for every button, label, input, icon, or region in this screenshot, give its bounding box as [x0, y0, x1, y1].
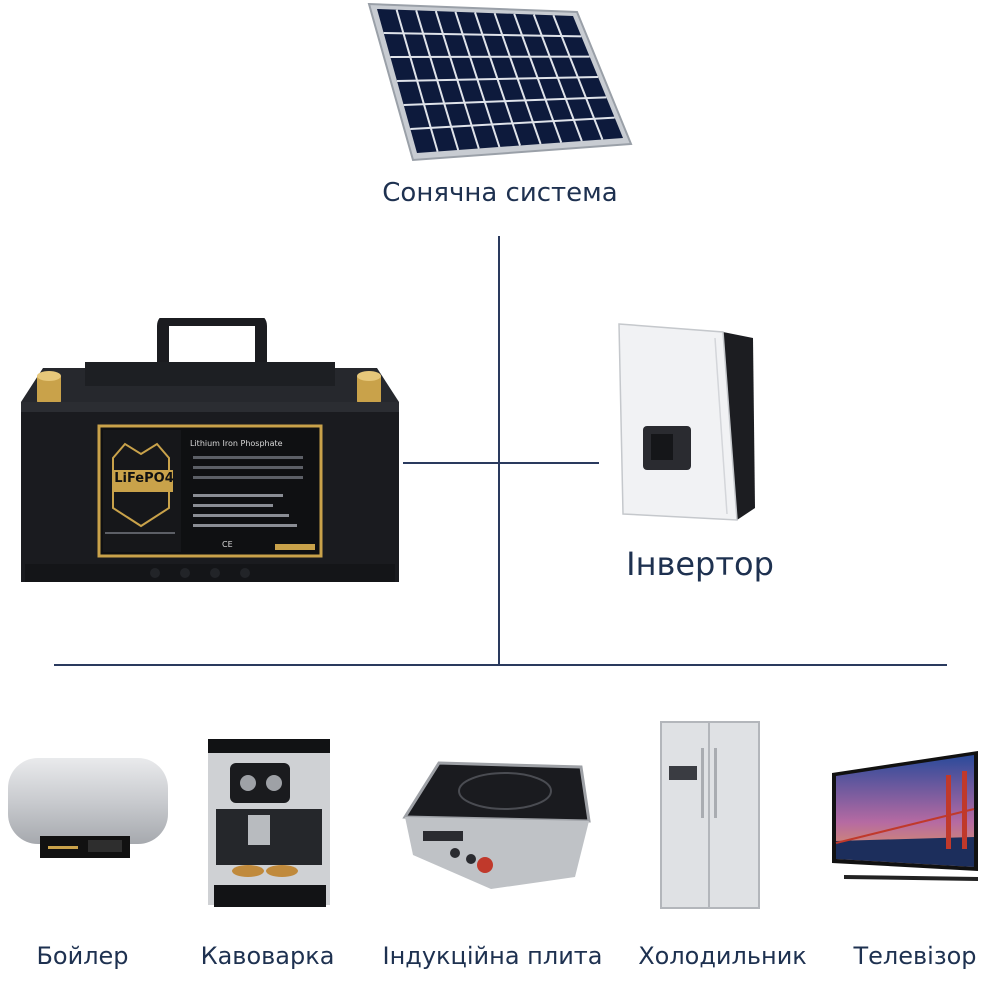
television-image: [828, 745, 990, 895]
connector-vertical: [498, 236, 500, 664]
appliance-label-television: Телевізор: [853, 942, 977, 970]
appliance-label-refrigerator: Холодильник: [638, 942, 807, 970]
solar-cell-grid: [383, 9, 615, 152]
appliance-label-induction-cooktop: Індукційна плита: [382, 942, 603, 970]
induction-cooktop-image: [395, 755, 595, 895]
solar-cell-divider: [383, 32, 582, 38]
refrigerator-image: [655, 718, 765, 913]
battery-logo-text: LiFePO4: [114, 471, 174, 486]
appliance-label-coffee-machine: Кавоварка: [200, 942, 335, 970]
boiler-image: [0, 750, 175, 870]
inverter-image: [605, 318, 765, 533]
solar-cell-divider: [396, 76, 599, 82]
solar-system-label: Сонячна система: [382, 178, 618, 208]
solar-cell-divider: [410, 116, 615, 130]
solar-cell-divider: [403, 96, 607, 106]
connector-horizontal-bus: [54, 664, 947, 666]
solar-panel-image: [355, 0, 635, 165]
battery-banner-text: Lithium Iron Phosphate: [190, 439, 283, 448]
battery-ce-mark: CE: [222, 540, 233, 549]
connector-battery-inverter: [403, 462, 599, 464]
lifepo4-battery-image: [15, 318, 405, 588]
coffee-machine-image: [200, 735, 340, 915]
inverter-label: Інвертор: [626, 545, 774, 583]
appliance-label-boiler: Бойлер: [36, 942, 129, 970]
